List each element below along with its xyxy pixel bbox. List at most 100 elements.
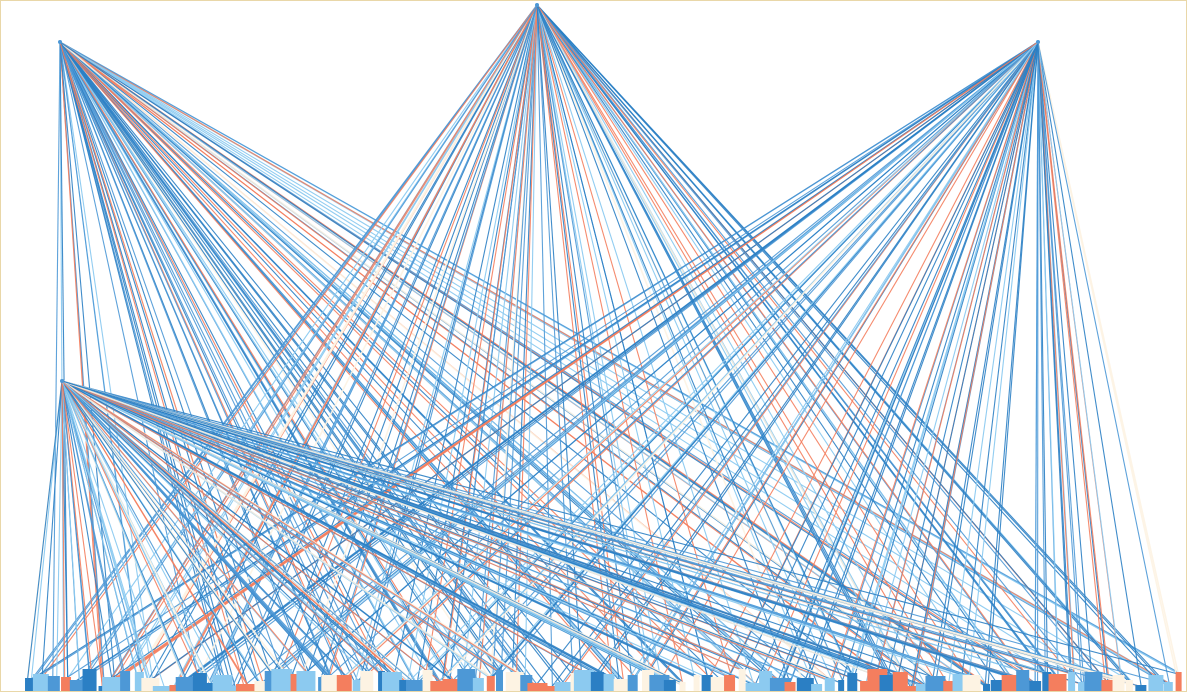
edge-hub-top-right bbox=[968, 41, 1039, 678]
edge-hub-mid-left bbox=[61, 380, 788, 685]
leaf-node-90 bbox=[1101, 680, 1115, 691]
edge-hub-top-left bbox=[59, 41, 116, 680]
edge-hub-top-right bbox=[110, 41, 1039, 680]
leaf-node-51 bbox=[627, 675, 638, 691]
edge-hub-top-right bbox=[343, 41, 1039, 678]
edge-hub-top-center bbox=[463, 4, 538, 672]
edge-hub-mid-left bbox=[41, 380, 63, 677]
edge-hub-mid-left bbox=[61, 380, 308, 674]
edge-hub-top-right bbox=[149, 41, 1039, 681]
edge-hub-top-right bbox=[126, 41, 1039, 674]
edge-hub-top-center bbox=[536, 4, 1033, 684]
edge-hub-mid-left bbox=[61, 380, 805, 681]
edge-hub-top-left bbox=[59, 41, 222, 678]
edge-hub-top-left bbox=[59, 41, 359, 683]
edge-hub-mid-left bbox=[61, 380, 260, 684]
leaf-node-87 bbox=[1068, 672, 1076, 691]
edge-hub-top-right bbox=[355, 41, 1039, 683]
edge-hub-mid-left bbox=[30, 380, 63, 681]
leaf-node-28 bbox=[352, 680, 361, 691]
edge-hub-top-left bbox=[59, 41, 380, 674]
leaf-node-50 bbox=[613, 679, 631, 691]
edge-hub-top-center bbox=[235, 4, 538, 689]
edge-hub-top-center bbox=[147, 4, 538, 681]
edge-hub-top-left bbox=[59, 41, 142, 675]
edge-hub-top-right bbox=[188, 41, 1039, 680]
edge-hub-mid-left bbox=[61, 380, 755, 686]
leaf-node-48 bbox=[590, 672, 604, 691]
leaf-node-88 bbox=[1078, 682, 1090, 691]
edge-hub-mid-left bbox=[61, 380, 1012, 678]
leaf-node-59 bbox=[724, 675, 736, 691]
edge-hub-top-center bbox=[536, 4, 633, 678]
edge-hub-top-left bbox=[59, 41, 65, 680]
edge-hub-top-center bbox=[536, 4, 684, 685]
leaf-node-89 bbox=[1084, 672, 1103, 691]
edge-hub-mid-left bbox=[61, 380, 66, 680]
leaf-node-27 bbox=[336, 675, 352, 691]
edge-hub-top-right bbox=[744, 41, 1039, 672]
leaf-node-3 bbox=[47, 676, 60, 691]
edge-hub-top-left bbox=[59, 41, 685, 685]
leaf-node-20 bbox=[254, 681, 268, 691]
leaf-node-31 bbox=[382, 672, 403, 691]
leaf-node-65 bbox=[796, 678, 814, 691]
leaf-node-39 bbox=[486, 676, 495, 691]
edge-hub-mid-left bbox=[61, 380, 454, 682]
edge-hub-top-center bbox=[515, 4, 538, 675]
edge-hub-mid-left bbox=[61, 380, 347, 678]
edge-hub-top-center bbox=[425, 4, 538, 673]
edge-hub-top-center bbox=[536, 4, 927, 687]
edge-hub-top-right bbox=[1037, 41, 1122, 678]
edge-hub-top-center bbox=[536, 4, 853, 676]
edge-hub-top-right bbox=[1037, 41, 1142, 688]
hub-top-left bbox=[58, 40, 62, 44]
edge-hub-top-center bbox=[327, 4, 538, 678]
edge-hub-top-center bbox=[536, 4, 1070, 675]
leaf-node-5 bbox=[69, 680, 85, 691]
edge-hub-top-center bbox=[281, 4, 538, 672]
leaf-node-60 bbox=[738, 669, 746, 691]
edge-hub-top-center bbox=[416, 4, 538, 683]
edge-hub-top-right bbox=[467, 41, 1039, 672]
leaf-node-43 bbox=[527, 683, 548, 691]
edge-hub-top-left bbox=[59, 41, 356, 683]
leaf-node-54 bbox=[663, 680, 676, 691]
edge-hub-top-right bbox=[305, 41, 1039, 674]
leaf-node-14 bbox=[175, 677, 196, 691]
leaf-node-18 bbox=[224, 686, 244, 691]
leaf-node-57 bbox=[701, 675, 713, 691]
edge-hub-mid-left bbox=[61, 380, 384, 674]
edge-hub-mid-left bbox=[61, 380, 500, 673]
leaf-node-96 bbox=[1175, 672, 1182, 691]
edge-hub-top-right bbox=[754, 41, 1039, 686]
edge-hub-top-right bbox=[452, 41, 1039, 682]
edge-hub-top-center bbox=[536, 4, 948, 684]
edge-hub-top-left bbox=[59, 41, 282, 672]
edge-hub-top-center bbox=[536, 4, 1058, 677]
leaf-node-26 bbox=[321, 675, 339, 691]
leaf-node-70 bbox=[860, 681, 869, 691]
leaf-node-56 bbox=[693, 675, 700, 691]
edge-hub-top-center bbox=[536, 4, 893, 678]
edge-hub-mid-left bbox=[61, 380, 249, 687]
leaf-node-83 bbox=[1016, 670, 1030, 691]
edge-hub-mid-left bbox=[61, 380, 208, 686]
edge-hub-top-center bbox=[536, 4, 792, 685]
edge-hub-mid-left bbox=[61, 380, 610, 677]
edge-hub-mid-left bbox=[56, 380, 63, 679]
leaf-node-2 bbox=[32, 674, 49, 691]
edge-hub-top-right bbox=[1034, 41, 1039, 684]
leaf-node-23 bbox=[290, 674, 299, 691]
edge-hub-top-right bbox=[1037, 41, 1046, 675]
edge-hub-top-left bbox=[59, 41, 877, 672]
edge-hub-top-center bbox=[536, 4, 1130, 683]
edge-hub-mid-left bbox=[61, 380, 272, 674]
edge-layer bbox=[26, 4, 1182, 689]
edge-hub-top-center bbox=[536, 4, 624, 682]
leaf-node-67 bbox=[824, 678, 835, 691]
leaf-node-4 bbox=[61, 677, 72, 691]
edge-hub-mid-left bbox=[61, 380, 221, 678]
edge-hub-mid-left bbox=[61, 380, 90, 672]
